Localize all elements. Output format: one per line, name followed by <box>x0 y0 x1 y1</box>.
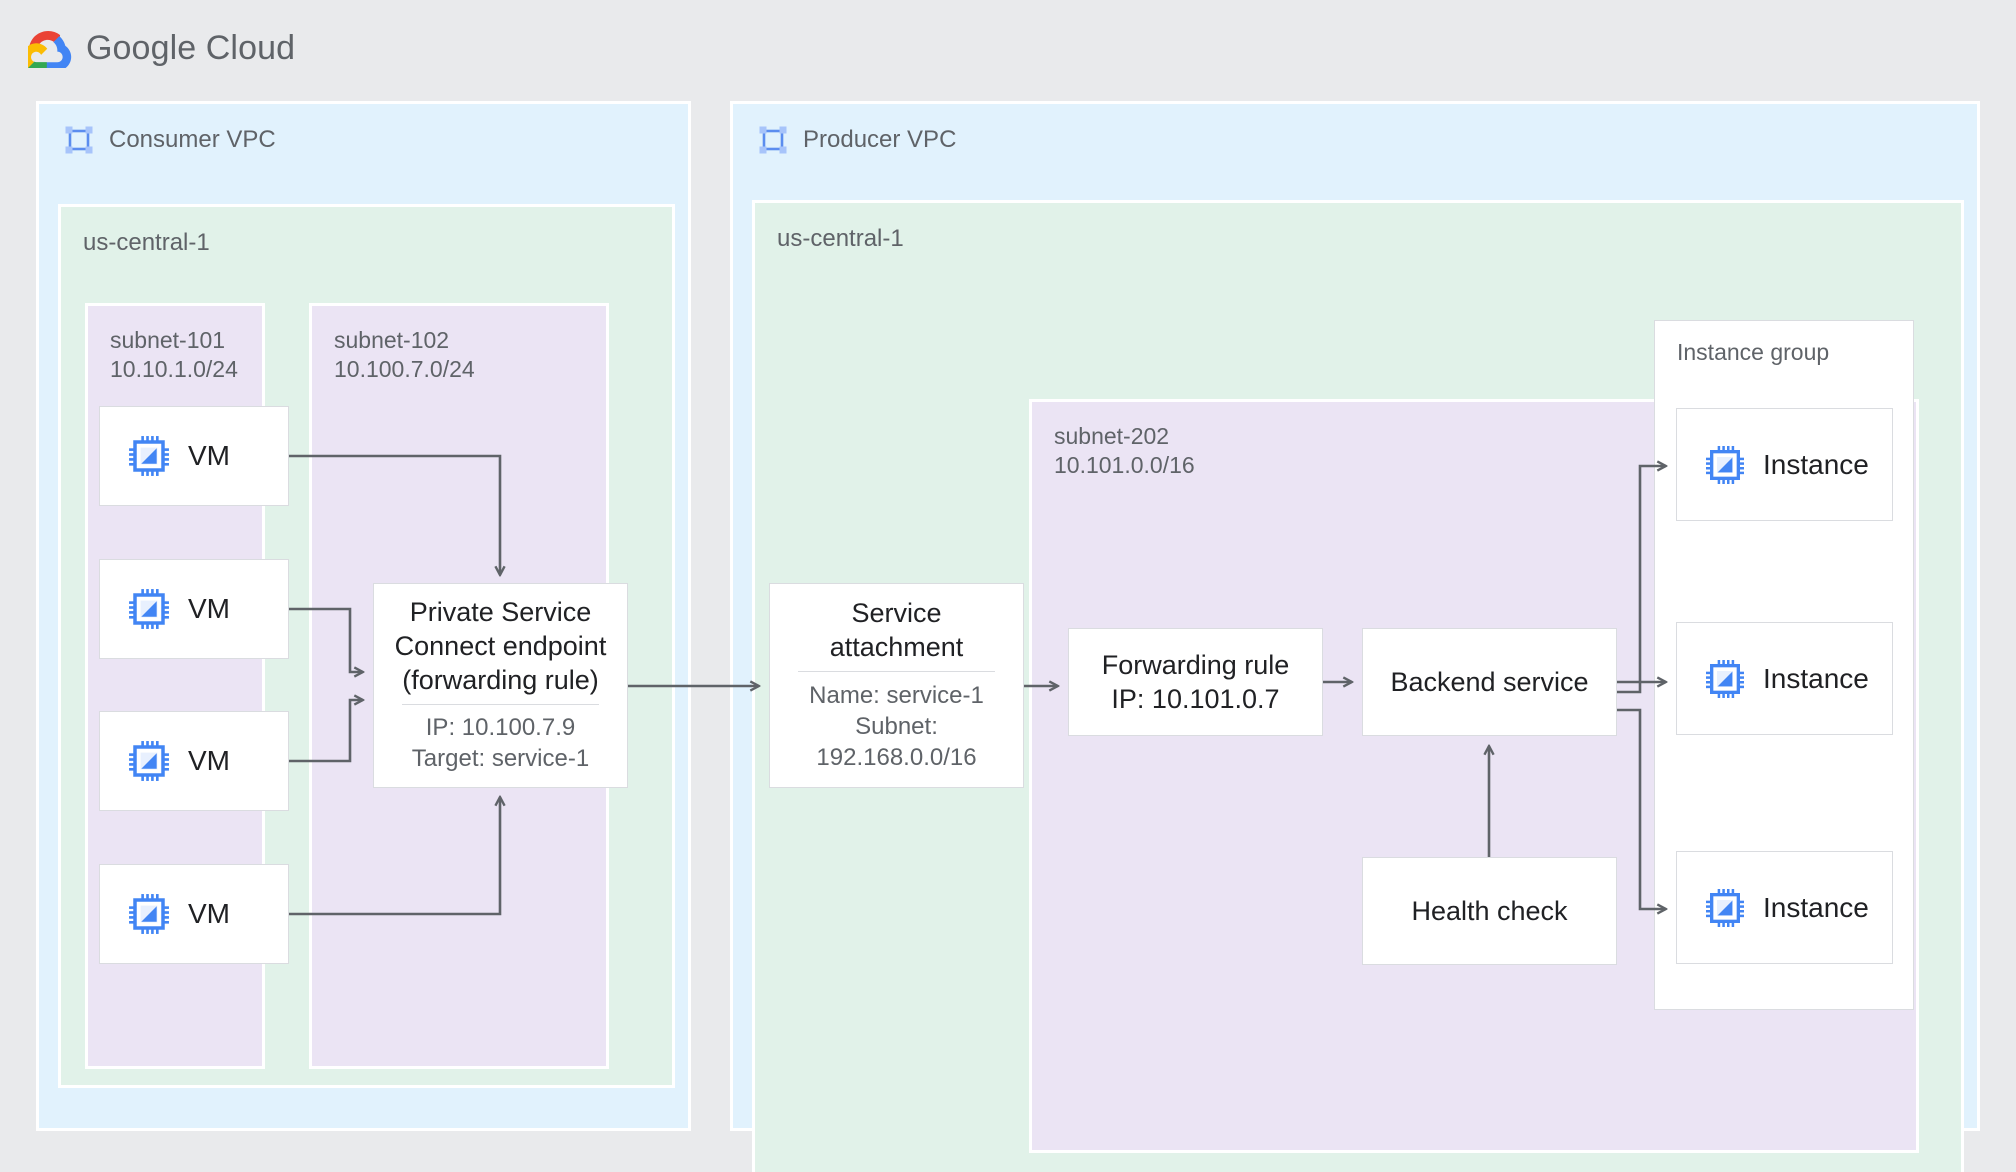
producer-vpc-title: Producer VPC <box>803 126 957 153</box>
consumer-vpc-title: Consumer VPC <box>109 126 276 153</box>
vm-chip-icon <box>1706 445 1744 484</box>
vm-chip-icon <box>129 436 169 476</box>
vm-label: VM <box>188 898 230 929</box>
vm-chip-icon <box>1706 659 1744 698</box>
brand-wordmark: Google Cloud <box>86 29 296 67</box>
subnet-202-label: subnet-202 10.101.0.0/16 <box>1054 423 1195 478</box>
instance-node-1[interactable]: Instance <box>1676 408 1893 521</box>
instance-node-3[interactable]: Instance <box>1676 851 1893 964</box>
producer-vpc-header: Producer VPC <box>757 124 956 156</box>
subnet-102-label: subnet-102 10.100.7.0/24 <box>334 327 475 382</box>
vm-chip-icon <box>129 589 169 629</box>
backend-service-title: Backend service <box>1390 666 1589 697</box>
brand-header: Google Cloud <box>28 24 295 72</box>
private-service-connect-endpoint-card[interactable]: Private Service Connect endpoint (forwar… <box>373 583 628 788</box>
vm-label: VM <box>188 593 230 624</box>
consumer-vm-4[interactable]: VM <box>99 864 289 964</box>
psc-endpoint-detail: IP: 10.100.7.9 Target: service-1 <box>411 713 590 772</box>
instance-label: Instance <box>1763 448 1869 480</box>
forwarding-rule-node[interactable]: Forwarding rule IP: 10.101.0.7 <box>1068 628 1323 736</box>
consumer-vm-1[interactable]: VM <box>99 406 289 506</box>
vm-chip-icon <box>129 894 169 934</box>
instance-node-2[interactable]: Instance <box>1676 622 1893 735</box>
service-attachment-detail: Name: service-1 Subnet: 192.168.0.0/16 <box>809 681 984 772</box>
subnet-101-label: subnet-101 10.10.1.0/24 <box>110 327 238 382</box>
vm-label: VM <box>188 440 230 471</box>
service-attachment-card[interactable]: Service attachment Name: service-1 Subne… <box>769 583 1024 788</box>
google-cloud-logo-icon <box>28 30 72 68</box>
psc-endpoint-divider <box>401 703 600 705</box>
consumer-region-title: us-central-1 <box>83 229 210 256</box>
consumer-vpc-header: Consumer VPC <box>63 124 276 156</box>
consumer-vm-3[interactable]: VM <box>99 711 289 811</box>
instance-group-title: Instance group <box>1677 339 1830 365</box>
vm-chip-icon <box>1706 888 1744 927</box>
instance-label: Instance <box>1763 662 1869 694</box>
psc-endpoint-title: Private Service Connect endpoint (forwar… <box>394 596 607 695</box>
vm-chip-icon <box>129 741 169 781</box>
vm-label: VM <box>188 745 230 776</box>
psc-endpoint-title-area: Private Service Connect endpoint (forwar… <box>374 584 627 704</box>
consumer-vm-2[interactable]: VM <box>99 559 289 659</box>
vpc-network-icon <box>65 126 93 154</box>
service-attachment-title-area: Service attachment <box>770 584 1023 671</box>
service-attachment-title: Service attachment <box>829 597 964 662</box>
backend-service-node[interactable]: Backend service <box>1362 628 1617 736</box>
vpc-network-icon <box>759 126 787 154</box>
health-check-node[interactable]: Health check <box>1362 857 1617 965</box>
forwarding-rule-title: Forwarding rule IP: 10.101.0.7 <box>1101 649 1290 714</box>
service-attachment-divider <box>797 671 996 673</box>
health-check-title: Health check <box>1411 895 1568 926</box>
instance-label: Instance <box>1763 891 1869 923</box>
producer-region-title: us-central-1 <box>777 225 904 252</box>
